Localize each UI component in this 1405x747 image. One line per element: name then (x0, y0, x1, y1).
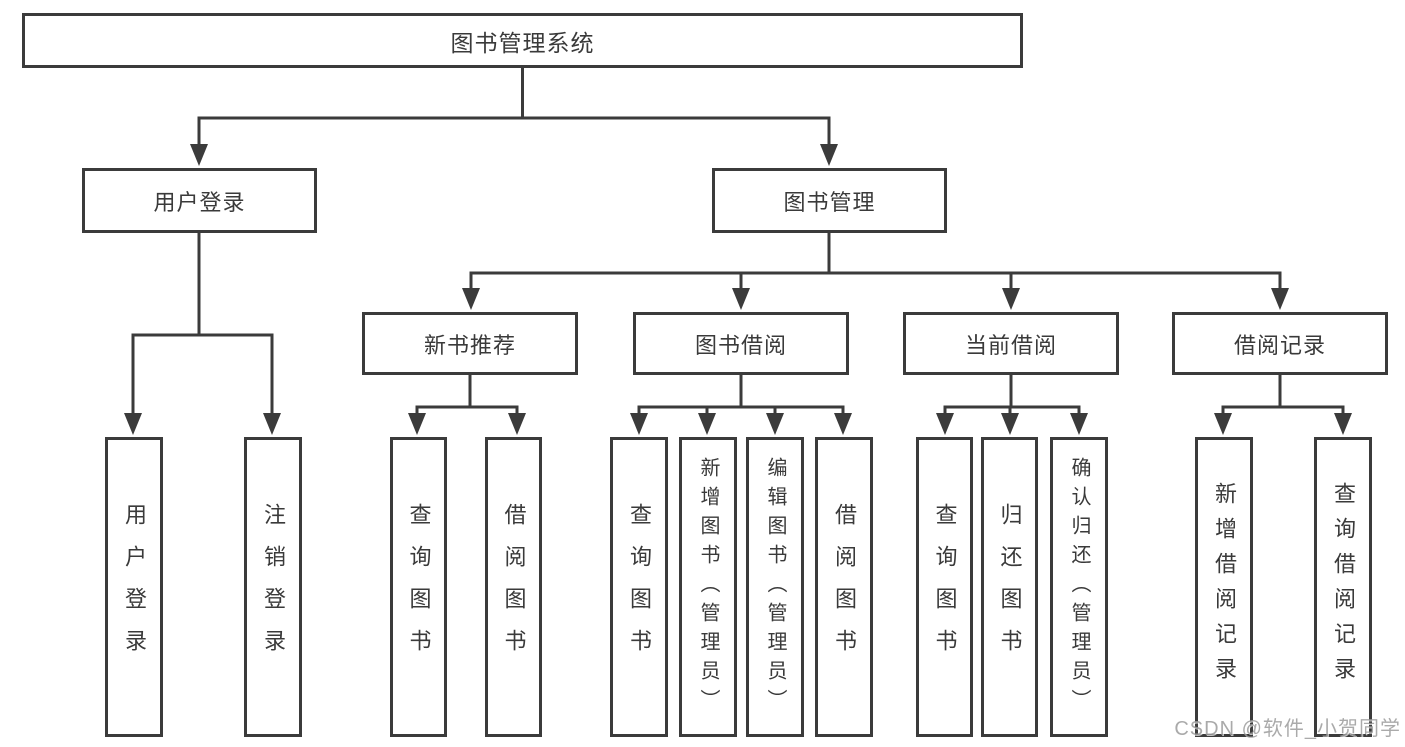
node-current-borrowing: 当前借阅 (903, 312, 1119, 375)
node-leaf-bb-query-books-label: 查询图书 (627, 503, 652, 671)
node-leaf-br-add-record: 新增借阅记录 (1195, 437, 1253, 737)
node-leaf-bb-borrow-books: 借阅图书 (815, 437, 873, 737)
node-leaf-cb-query-books: 查询图书 (916, 437, 973, 737)
connector-new-book-rec-children (408, 373, 526, 435)
node-leaf-logout: 注销登录 (244, 437, 302, 737)
node-root-system: 图书管理系统 (22, 13, 1023, 68)
connector-user-login-children (124, 231, 281, 435)
node-leaf-br-query-record-label: 查询借阅记录 (1331, 482, 1356, 692)
node-user-login: 用户登录 (82, 168, 317, 233)
csdn-watermark: CSDN @软件_小贺同学 (1174, 718, 1401, 740)
node-borrowing-records: 借阅记录 (1172, 312, 1388, 375)
connector-root-to-level2 (190, 66, 838, 166)
node-leaf-logout-label: 注销登录 (261, 503, 286, 671)
node-leaf-rec-query-books-label: 查询图书 (406, 503, 432, 671)
node-leaf-rec-borrow-books: 借阅图书 (485, 437, 542, 737)
node-leaf-cb-return-books: 归还图书 (981, 437, 1038, 737)
node-leaf-cb-query-books-label: 查询图书 (932, 503, 958, 671)
node-book-borrowing: 图书借阅 (633, 312, 849, 375)
node-leaf-user-login: 用户登录 (105, 437, 163, 737)
node-current-borrowing-label: 当前借阅 (964, 332, 1057, 358)
node-leaf-bb-query-books: 查询图书 (610, 437, 668, 737)
node-leaf-rec-query-books: 查询图书 (390, 437, 447, 737)
node-root-label: 图书管理系统 (450, 29, 595, 56)
connector-current-borrowing-children (936, 373, 1088, 435)
node-book-borrowing-label: 图书借阅 (694, 332, 787, 358)
node-new-book-recommendation: 新书推荐 (362, 312, 578, 375)
node-leaf-bb-edit-books-label: 编辑图书（管理员） (764, 456, 786, 718)
node-leaf-user-login-label: 用户登录 (122, 503, 147, 671)
node-leaf-cb-confirm-return: 确认归还（管理员） (1050, 437, 1108, 737)
connector-book-management-children (462, 231, 1289, 310)
node-leaf-rec-borrow-books-label: 借阅图书 (501, 503, 527, 671)
node-leaf-bb-add-books-label: 新增图书（管理员） (697, 456, 719, 718)
node-leaf-br-query-record: 查询借阅记录 (1314, 437, 1372, 737)
node-leaf-bb-edit-books: 编辑图书（管理员） (746, 437, 804, 737)
node-leaf-cb-return-books-label: 归还图书 (997, 503, 1023, 671)
node-leaf-br-add-record-label: 新增借阅记录 (1212, 482, 1237, 692)
node-leaf-bb-add-books: 新增图书（管理员） (679, 437, 737, 737)
node-borrowing-records-label: 借阅记录 (1233, 332, 1326, 358)
connector-book-borrowing-children (630, 373, 852, 435)
node-leaf-bb-borrow-books-label: 借阅图书 (832, 503, 857, 671)
node-user-login-label: 用户登录 (153, 189, 246, 215)
node-book-management-label: 图书管理 (783, 189, 876, 215)
node-new-book-recommendation-label: 新书推荐 (423, 332, 516, 358)
node-leaf-cb-confirm-return-label: 确认归还（管理员） (1068, 456, 1090, 718)
connector-borrowing-records-children (1214, 373, 1352, 435)
node-book-management: 图书管理 (712, 168, 947, 233)
